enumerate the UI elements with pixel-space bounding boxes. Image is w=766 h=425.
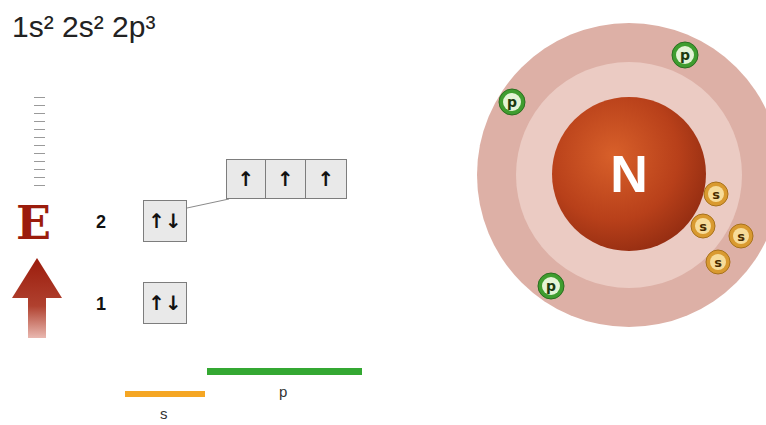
energy-arrow — [12, 258, 62, 338]
node-text: p — [507, 95, 517, 109]
circle-core — [695, 218, 711, 234]
circle-outline — [704, 182, 728, 206]
s-electron: s — [690, 213, 716, 239]
node-text: s — [714, 256, 722, 269]
p-electron: p — [537, 272, 565, 300]
subshell-label: p — [279, 383, 287, 400]
energy-label: E — [16, 196, 51, 250]
s-electron: s — [705, 249, 731, 275]
circle-outline — [499, 89, 525, 115]
s-bar — [125, 391, 205, 397]
circle-outline — [729, 224, 753, 248]
energy-ticks — [34, 98, 45, 186]
node-text: N — [610, 148, 648, 200]
circle-core — [733, 228, 749, 244]
energy-label-wrap: E — [16, 200, 51, 246]
node-text: p — [680, 48, 690, 62]
shell-number-wrap: 1 — [96, 295, 106, 314]
s-electron: s — [703, 181, 729, 207]
inner-shell — [516, 62, 742, 288]
connector-line — [187, 199, 229, 208]
node-text: p — [546, 279, 556, 293]
shell-number: 1 — [96, 294, 106, 314]
orbital-box: ↑ — [226, 159, 266, 199]
circle-outline — [706, 250, 730, 274]
node-text: ↑ — [318, 169, 335, 189]
orbital-box: ↑ — [265, 159, 306, 199]
shell-number: 2 — [96, 212, 106, 232]
circle-outline — [691, 214, 715, 238]
title-block: 1s² 2s² 2p³ — [12, 12, 155, 42]
orbital-box: ↑↓ — [143, 282, 187, 324]
node-text: s — [737, 230, 745, 243]
p-bar — [207, 368, 362, 375]
subshell-label-wrap: p — [279, 383, 287, 401]
circle-core — [710, 254, 726, 270]
circle-core — [708, 186, 724, 202]
node-text: ↑ — [238, 169, 255, 189]
p-electron: p — [498, 88, 526, 116]
p-electron: p — [671, 41, 699, 69]
orbital-box: ↑ — [305, 159, 347, 199]
node-text: s — [712, 188, 720, 201]
circle-outline — [672, 42, 698, 68]
orbital-box: ↑↓ — [143, 200, 187, 242]
circle-outline — [552, 97, 706, 251]
subshell-label: s — [160, 405, 168, 422]
subshell-label-wrap: s — [160, 405, 168, 423]
s-electron: s — [728, 223, 754, 249]
nucleus: N — [552, 97, 706, 251]
circle-core — [503, 93, 521, 111]
circle-core — [542, 277, 560, 295]
shell-number-wrap: 2 — [96, 213, 106, 232]
outer-shell — [477, 23, 766, 327]
node-text: ↑↓ — [148, 211, 182, 231]
node-text: ↑↓ — [148, 293, 182, 313]
circle-outline — [538, 273, 564, 299]
circle-core — [676, 46, 694, 64]
electron-configuration: 1s² 2s² 2p³ — [12, 10, 155, 43]
node-text: s — [699, 220, 707, 233]
node-text: ↑ — [277, 169, 294, 189]
